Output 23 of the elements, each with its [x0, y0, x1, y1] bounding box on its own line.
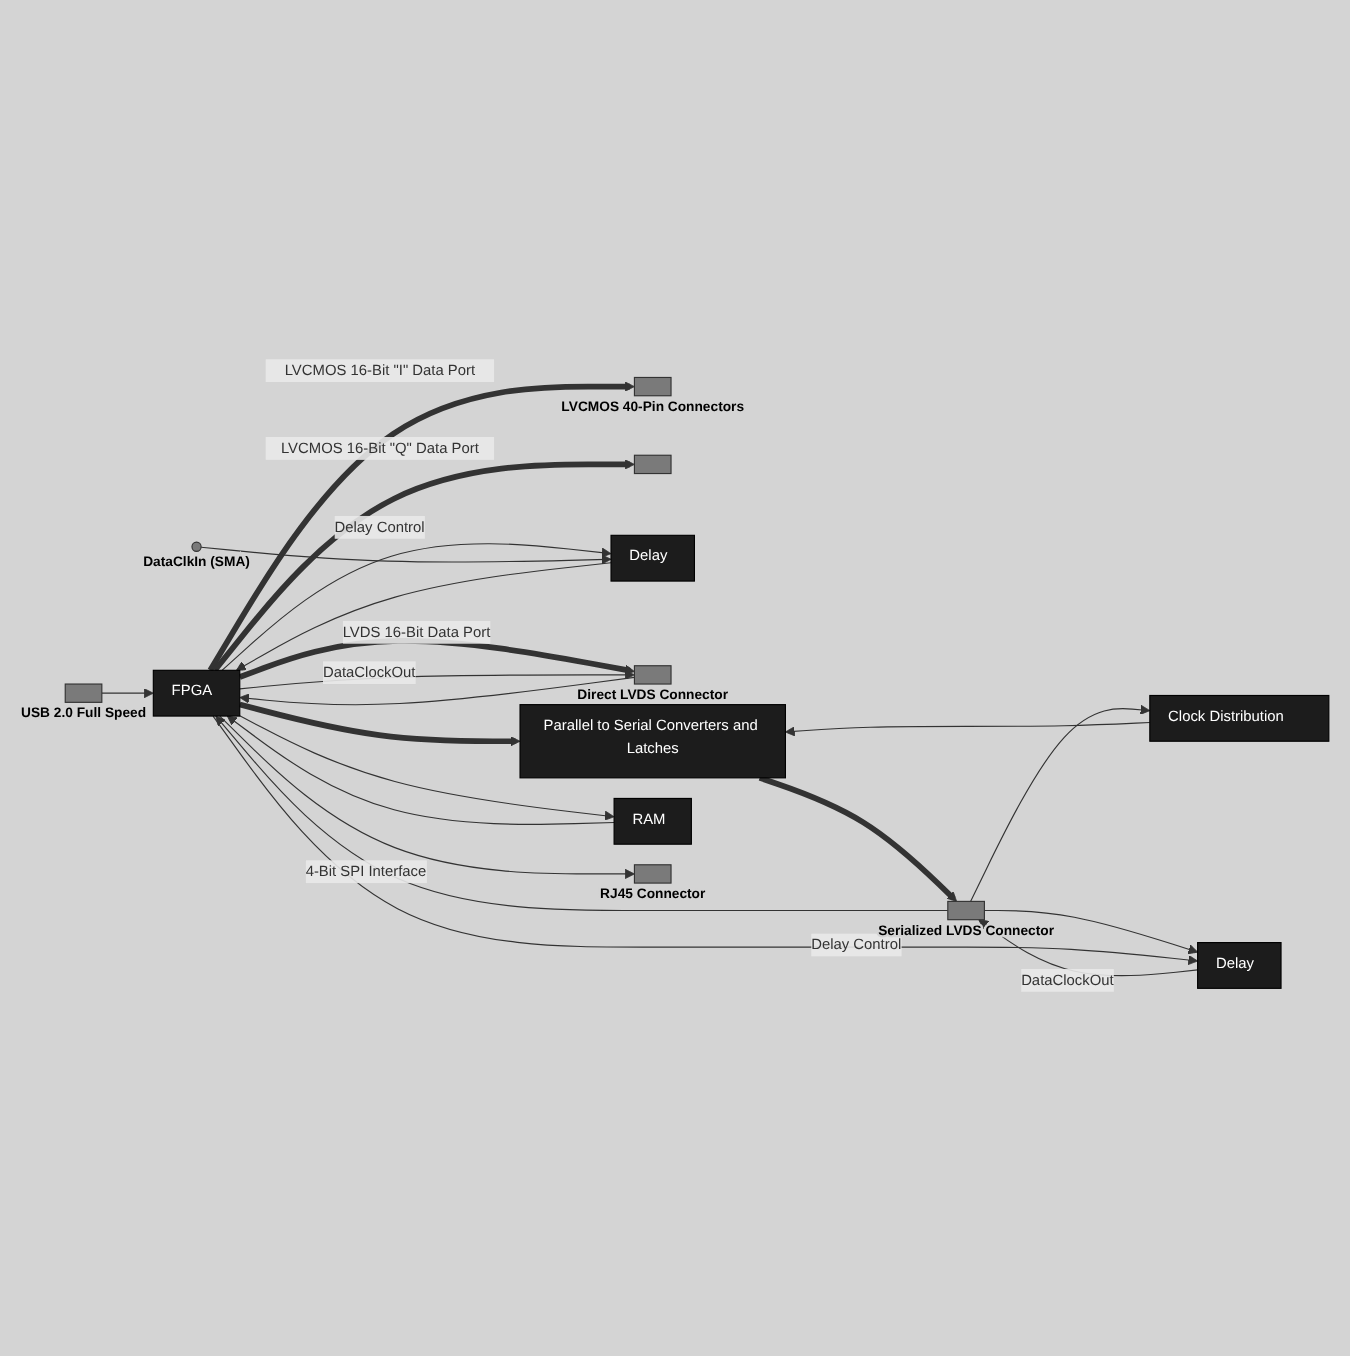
- arrow: [239, 702, 521, 747]
- arrow: [200, 546, 612, 565]
- arrow: [970, 705, 1151, 903]
- node-box: [633, 454, 672, 475]
- arrow: [212, 459, 635, 673]
- arrow: [215, 715, 949, 912]
- arrow: [238, 638, 635, 680]
- arrow: [207, 381, 635, 673]
- node-box: [633, 864, 672, 884]
- arrow: [758, 775, 958, 903]
- arrow: [235, 562, 612, 671]
- arrow: [219, 715, 635, 880]
- node-box: [633, 377, 672, 397]
- node-box: [64, 683, 103, 704]
- arrow: [784, 722, 1151, 737]
- node-circle: [191, 541, 202, 553]
- arrow: [239, 677, 635, 706]
- arrow: [101, 688, 154, 699]
- node-box: [633, 665, 672, 685]
- arrow: [212, 715, 1199, 966]
- arrow: [983, 910, 1199, 955]
- node-box: [947, 901, 985, 921]
- arrow: [221, 543, 612, 672]
